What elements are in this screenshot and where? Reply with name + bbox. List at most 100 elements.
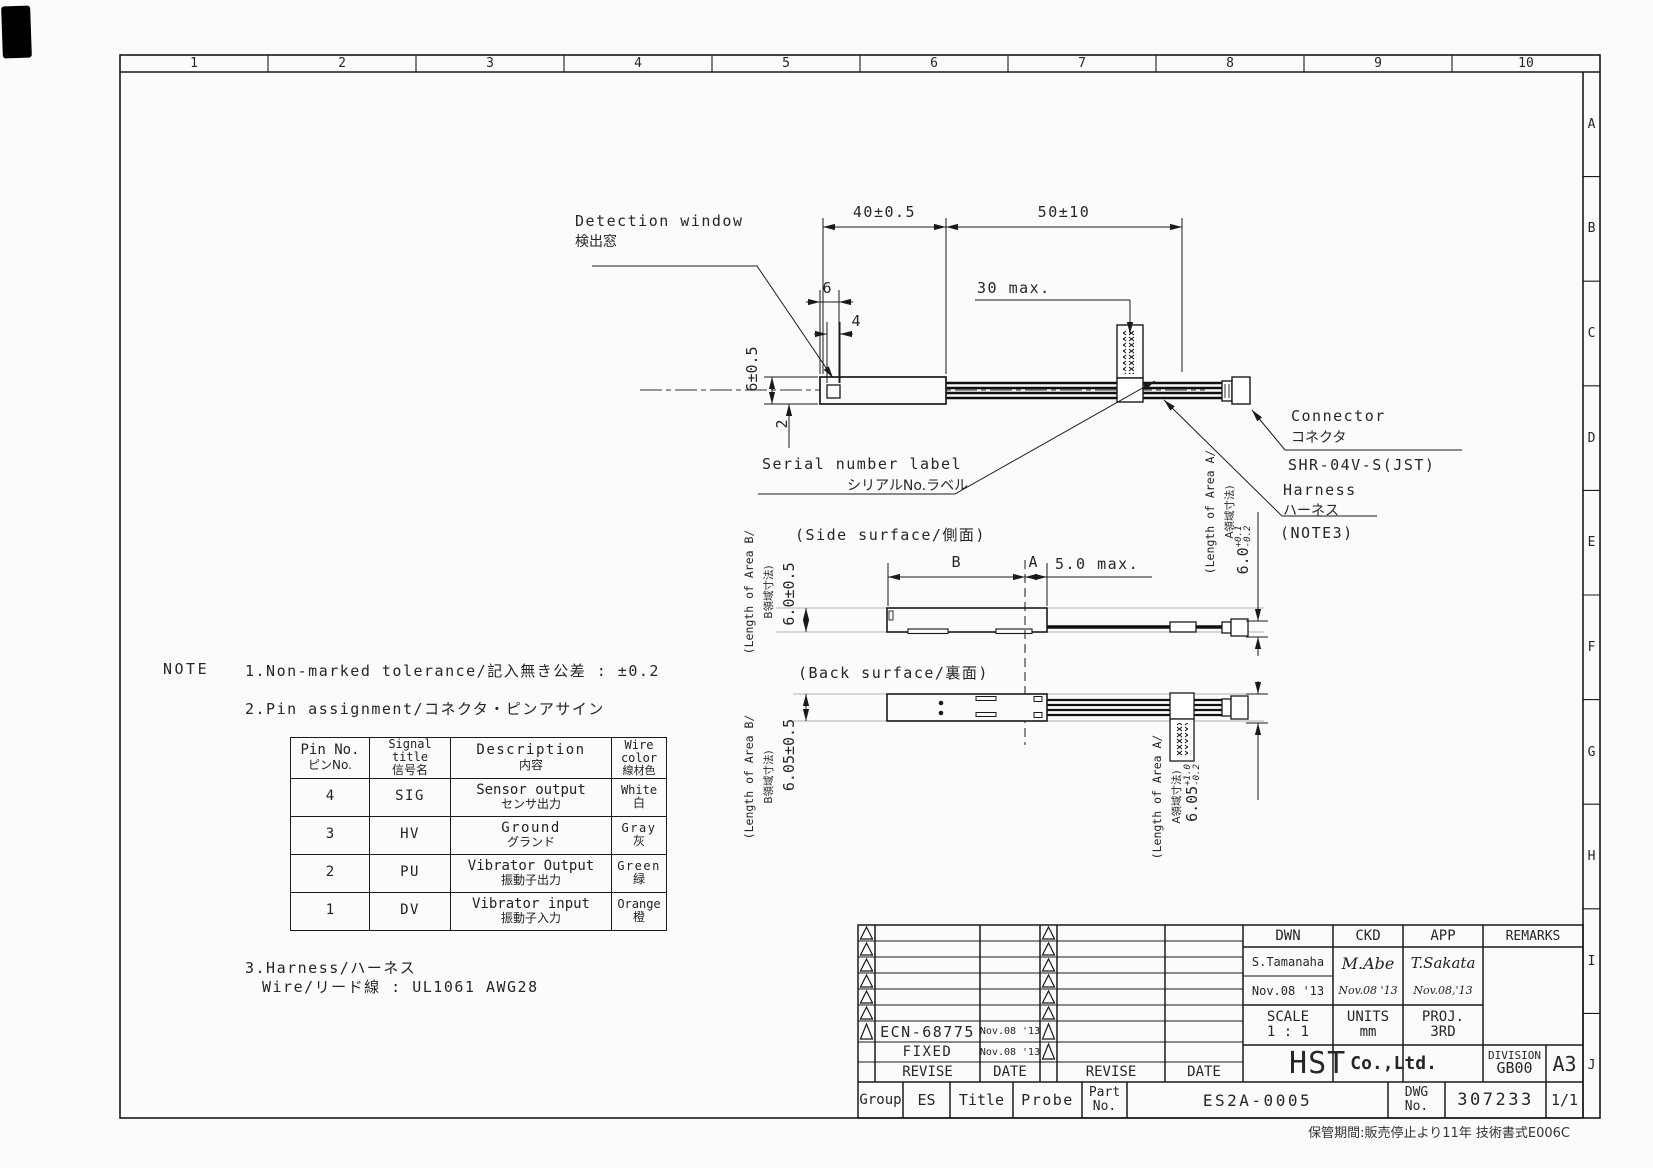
dwg-no-value: 307233 bbox=[1457, 1090, 1534, 1110]
dwn-name: S.Tamanaha bbox=[1251, 955, 1325, 969]
border-row: H bbox=[1587, 848, 1596, 864]
company-name: HST Co.,Ltd. bbox=[1289, 1046, 1437, 1081]
border-row: F bbox=[1587, 639, 1596, 655]
border-row: G bbox=[1587, 744, 1596, 760]
back-connector bbox=[1221, 695, 1249, 720]
revision-2-label: FIXED bbox=[902, 1044, 953, 1060]
dim-50: 50±10 bbox=[1037, 203, 1091, 221]
harness-label-jp: ハーネス bbox=[1283, 503, 1339, 519]
detection-window-label: Detection window bbox=[575, 212, 744, 230]
dim-b: B bbox=[951, 553, 961, 571]
serial-label-text: Serial number label bbox=[762, 455, 963, 473]
title-header: Title bbox=[958, 1091, 1005, 1109]
remarks-header: REMARKS bbox=[1505, 928, 1561, 944]
connector bbox=[1221, 376, 1251, 405]
cable-bundle bbox=[946, 381, 1222, 400]
group-header: Group bbox=[859, 1092, 902, 1108]
border-col: 6 bbox=[930, 56, 938, 71]
title-value: Probe bbox=[1021, 1091, 1074, 1109]
ckd-date: Nov.08 '13 bbox=[1338, 983, 1398, 997]
border-col: 4 bbox=[634, 56, 642, 71]
title-block-grid bbox=[857, 924, 1584, 1119]
revision-1-date: Nov.08 '13 bbox=[979, 1026, 1041, 1037]
side-view-title: (Side surface/側面) bbox=[795, 526, 986, 544]
border-row: I bbox=[1587, 953, 1596, 969]
sheet-size: A3 bbox=[1552, 1051, 1577, 1076]
dim-4: 4 bbox=[851, 312, 861, 330]
sheet-number: 1/1 bbox=[1550, 1091, 1579, 1109]
back-view-title: (Back surface/裏面) bbox=[798, 664, 989, 682]
border-col: 1 bbox=[190, 56, 198, 71]
border-row: D bbox=[1587, 430, 1596, 446]
app-date: Nov.08,'13 bbox=[1413, 983, 1473, 997]
border-row: E bbox=[1587, 534, 1596, 550]
division-cell: DIVISION GB00 bbox=[1488, 1048, 1541, 1078]
retention-note: 保管期間:販売停止より11年 技術書式E006C bbox=[1308, 1126, 1570, 1141]
part-no-header: Part No. bbox=[1088, 1085, 1121, 1114]
detection-window-label-jp: 検出窓 bbox=[575, 234, 617, 250]
border-col: 2 bbox=[338, 56, 346, 71]
dim-a: A bbox=[1028, 553, 1038, 571]
dwn-date: Nov.08 '13 bbox=[1251, 983, 1325, 998]
revise-header-right: REVISE bbox=[1085, 1064, 1137, 1080]
border-row: B bbox=[1587, 220, 1596, 236]
dim-6: 6 bbox=[822, 279, 832, 297]
detection-window bbox=[826, 384, 841, 399]
dwn-header: DWN bbox=[1275, 928, 1301, 944]
scale-cell: SCALE 1 : 1 bbox=[1266, 1009, 1310, 1040]
note-label: NOTE bbox=[163, 660, 210, 678]
dim-30max: 30 max. bbox=[977, 279, 1051, 297]
dim-40: 40±0.5 bbox=[852, 203, 917, 221]
serial-label-text-jp: シリアルNo.ラベル bbox=[847, 478, 969, 494]
revision-triangle-icons bbox=[859, 925, 1056, 1060]
connector-part-number: SHR-04V-S(JST) bbox=[1288, 456, 1436, 474]
top-view bbox=[592, 218, 1462, 517]
ckd-signature: M.Abe bbox=[1341, 953, 1395, 973]
revision-1-label: ECN-68775 bbox=[880, 1022, 975, 1041]
units-cell: UNITS mm bbox=[1346, 1009, 1390, 1040]
note-3-wire: Wire/リード線 : UL1061 AWG28 bbox=[262, 978, 539, 996]
group-value: ES bbox=[917, 1091, 936, 1109]
app-header: APP bbox=[1430, 928, 1456, 944]
top-view-dimensions bbox=[764, 218, 1183, 448]
border-col: 8 bbox=[1226, 56, 1234, 71]
connector-label: Connector bbox=[1291, 407, 1386, 425]
projection-cell: PROJ. 3RD bbox=[1421, 1009, 1465, 1040]
part-no-value: ES2A-0005 bbox=[1202, 1090, 1313, 1110]
note-1: 1.Non-marked tolerance/記入無き公差 : ±0.2 bbox=[245, 662, 660, 680]
harness-note-ref: (NOTE3) bbox=[1280, 524, 1354, 542]
connector-label-jp: コネクタ bbox=[1291, 430, 1347, 446]
border-col: 7 bbox=[1078, 56, 1086, 71]
date-header-right: DATE bbox=[1187, 1064, 1221, 1080]
border-row: C bbox=[1587, 325, 1596, 341]
dwg-no-header: DWG No. bbox=[1404, 1085, 1429, 1114]
border-col: 9 bbox=[1374, 56, 1382, 71]
back-serial-label bbox=[1169, 692, 1195, 762]
app-signature: T.Sakata bbox=[1410, 954, 1476, 972]
probe-body bbox=[819, 376, 947, 405]
ckd-header: CKD bbox=[1355, 928, 1381, 944]
border-row: A bbox=[1587, 116, 1596, 132]
date-header-left: DATE bbox=[993, 1064, 1027, 1080]
dim-5max: 5.0 max. bbox=[1055, 555, 1140, 573]
border-col: 5 bbox=[782, 56, 790, 71]
note-3: 3.Harness/ハーネス bbox=[245, 959, 417, 977]
note-2: 2.Pin assignment/コネクタ・ピンアサイン bbox=[245, 700, 605, 718]
side-ferrule bbox=[1169, 621, 1197, 633]
revision-2-date: Nov.08 '13 bbox=[979, 1046, 1041, 1058]
top-view-leaders bbox=[592, 265, 1462, 517]
side-connector bbox=[1221, 618, 1249, 637]
harness-label: Harness bbox=[1283, 481, 1357, 499]
revise-header-left: REVISE bbox=[902, 1064, 953, 1080]
back-view bbox=[793, 681, 1268, 800]
serial-number-label bbox=[1116, 324, 1144, 403]
border-row: J bbox=[1587, 1057, 1596, 1073]
